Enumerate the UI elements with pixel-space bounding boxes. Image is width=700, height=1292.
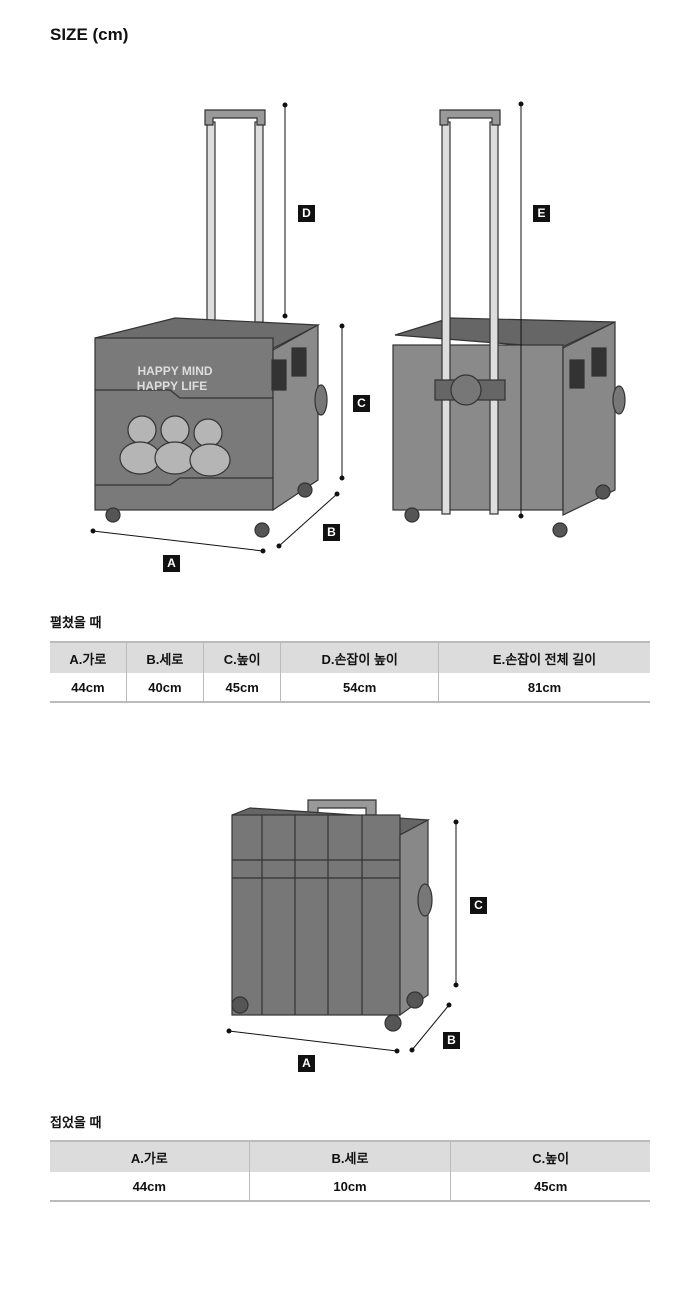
header-depth: B.세로 <box>248 1140 451 1172</box>
value-width: 44cm <box>50 1172 250 1202</box>
header-height: C.높이 <box>203 641 281 673</box>
dimension-lines <box>90 101 524 1054</box>
dimension-label-d: D <box>298 205 315 222</box>
header-handle-length: E.손잡이 전체 길이 <box>438 641 650 673</box>
value-width: 44cm <box>50 673 127 703</box>
unfolded-cart-back <box>392 109 626 538</box>
value-handle-length: 81cm <box>438 673 650 703</box>
page-title: SIZE (cm) <box>50 25 129 44</box>
dimension-label-e: E <box>533 205 550 222</box>
value-depth: 10cm <box>248 1172 451 1202</box>
cart-logo-line2: HAPPY LIFE <box>137 379 207 393</box>
header-handle-height: D.손잡이 높이 <box>280 641 439 673</box>
value-handle-height: 54cm <box>280 673 439 703</box>
header-width: A.가로 <box>50 641 127 673</box>
dimension-label-a: A <box>163 555 180 572</box>
value-height: 45cm <box>203 673 281 703</box>
folded-heading: 접었을 때 <box>50 1115 102 1130</box>
folded-dimension-label-c: C <box>470 897 487 914</box>
header-depth: B.세로 <box>125 641 204 673</box>
folded-cart <box>231 799 433 1032</box>
header-height: C.높이 <box>450 1140 650 1172</box>
header-width: A.가로 <box>50 1140 250 1172</box>
value-depth: 40cm <box>125 673 204 703</box>
dimension-label-b: B <box>323 524 340 541</box>
cart-logo-line1: HAPPY MIND <box>137 364 212 378</box>
unfolded-cart-front <box>94 109 328 538</box>
unfolded-heading: 펼쳤을 때 <box>50 615 102 630</box>
dimension-label-c: C <box>353 395 370 412</box>
folded-dimension-label-b: B <box>443 1032 460 1049</box>
folded-dimension-label-a: A <box>298 1055 315 1072</box>
value-height: 45cm <box>450 1172 650 1202</box>
